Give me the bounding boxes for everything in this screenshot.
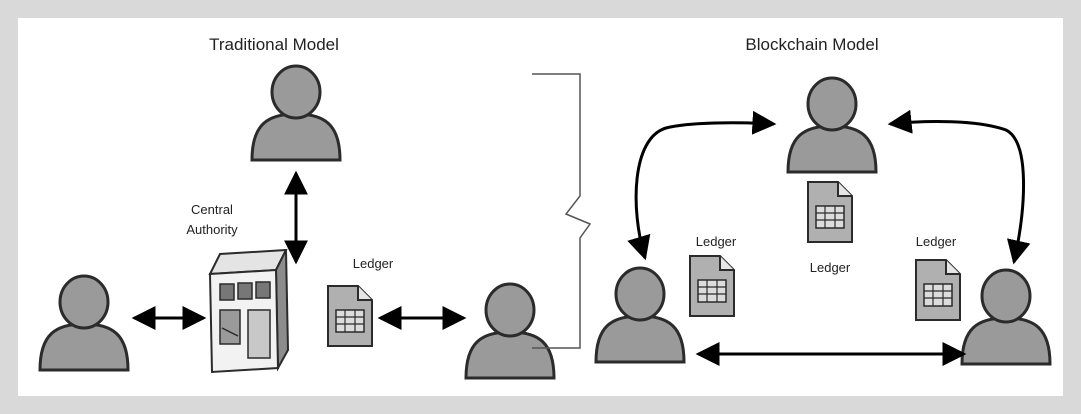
traditional-ledger-label: Ledger xyxy=(353,256,394,271)
blockchain-ledger-top-label: Ledger xyxy=(810,260,851,275)
blockchain-ledger-right-label: Ledger xyxy=(916,234,957,249)
person-icon xyxy=(786,76,878,174)
person-icon xyxy=(250,64,342,162)
blockchain-ledger-left-label: Ledger xyxy=(696,234,737,249)
server-icon xyxy=(208,248,290,374)
ledger-icon xyxy=(915,259,961,321)
diagram-canvas: Traditional Model Central Authority Ledg… xyxy=(38,35,1052,380)
person-icon xyxy=(960,268,1052,366)
double-arrow xyxy=(887,109,1031,265)
person-icon xyxy=(464,282,556,380)
model-divider xyxy=(532,73,592,349)
central-authority-label-line2: Authority xyxy=(186,222,238,237)
traditional-title: Traditional Model xyxy=(209,35,339,54)
ledger-icon xyxy=(807,181,853,243)
person-icon xyxy=(38,274,130,372)
central-authority-label-line1: Central xyxy=(191,202,233,217)
blockchain-title: Blockchain Model xyxy=(745,35,878,54)
ledger-icon xyxy=(689,255,735,317)
person-icon xyxy=(594,266,686,364)
diagram-frame: Traditional Model Central Authority Ledg… xyxy=(18,18,1063,396)
double-arrow xyxy=(627,110,777,261)
ledger-icon xyxy=(327,285,373,347)
